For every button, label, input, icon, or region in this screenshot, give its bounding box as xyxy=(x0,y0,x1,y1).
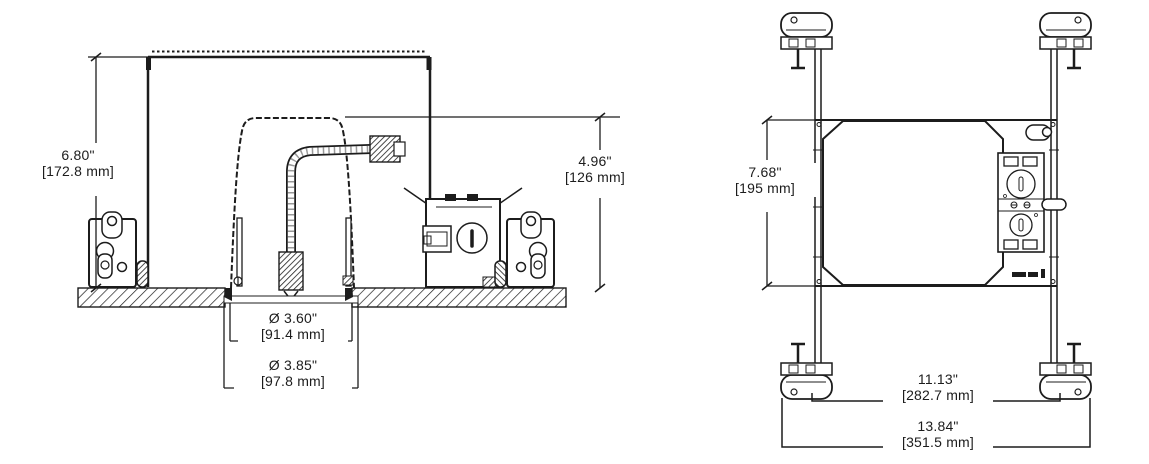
dim-label-cutout: Ø 3.85" [97.8 mm] xyxy=(234,356,352,390)
torsion-rail-left xyxy=(236,217,243,287)
hanger-bracket-left xyxy=(88,211,149,288)
dim-inches: 4.96" xyxy=(578,153,612,169)
ceiling-section xyxy=(77,287,567,308)
knockout-rect xyxy=(1003,156,1019,167)
top-plan-view xyxy=(761,11,1093,448)
knockout-rect xyxy=(1022,156,1038,167)
dim-frame-depth xyxy=(761,115,815,291)
hanger-bar-right xyxy=(1049,36,1059,390)
knockout-rect xyxy=(1022,239,1038,250)
dim-inches: Ø 3.85" xyxy=(268,357,318,373)
dim-metric: [126 mm] xyxy=(565,169,625,185)
foot-bottom-left xyxy=(779,342,834,401)
dim-label-module-height: 4.96" [126 mm] xyxy=(545,152,645,186)
octagon-opening xyxy=(822,120,1004,286)
dim-metric: [351.5 mm] xyxy=(901,434,975,450)
light-module-outline xyxy=(230,117,355,289)
plaster-frame xyxy=(815,119,1057,287)
dim-inches: 7.68" xyxy=(748,164,782,180)
foot-top-left xyxy=(779,11,834,70)
dim-label-frame-depth: 7.68" [195 mm] xyxy=(713,163,817,197)
foot-top-right xyxy=(1038,11,1093,70)
lid-clip xyxy=(445,194,456,201)
torsion-rail-right xyxy=(345,217,352,287)
latch-tab xyxy=(1041,198,1067,211)
dim-label-housing-height: 6.80" [172.8 mm] xyxy=(28,146,128,180)
dim-metric: [97.8 mm] xyxy=(260,373,326,389)
dim-inches: 13.84" xyxy=(917,418,959,434)
knockout-rect xyxy=(1003,239,1019,250)
knockout-circle xyxy=(1009,213,1033,237)
junction-box-plan xyxy=(997,124,1067,278)
hanger-bar-left xyxy=(813,36,823,390)
dim-inches: Ø 3.60" xyxy=(268,310,318,326)
dim-label-aperture: Ø 3.60" [91.4 mm] xyxy=(238,309,348,343)
foot-bottom-right xyxy=(1038,342,1093,401)
conduit-end xyxy=(278,251,304,291)
cable-entry xyxy=(422,225,452,253)
dim-housing-height xyxy=(88,52,148,293)
dim-metric: [172.8 mm] xyxy=(41,163,115,179)
dim-metric: [195 mm] xyxy=(735,180,795,196)
flex-conduit xyxy=(278,135,406,302)
dim-module-height xyxy=(345,112,620,293)
lid-clip xyxy=(467,194,478,201)
dim-metric: [282.7 mm] xyxy=(901,387,975,403)
dim-label-inner-span: 11.13" [282.7 mm] xyxy=(883,370,993,404)
hanger-bracket-right xyxy=(494,211,555,288)
dim-inches: 6.80" xyxy=(61,147,95,163)
trim-flange xyxy=(223,295,359,304)
dim-inches: 11.13" xyxy=(917,371,959,387)
spring-clip xyxy=(342,275,354,286)
dim-metric: [91.4 mm] xyxy=(260,326,326,342)
side-section-view xyxy=(77,50,620,389)
manufacturer-stamp xyxy=(1012,269,1045,278)
dim-label-outer-span: 13.84" [351.5 mm] xyxy=(883,417,993,451)
junction-box xyxy=(403,187,523,288)
knockout-circle xyxy=(1006,169,1036,199)
housing-outline xyxy=(146,50,432,287)
